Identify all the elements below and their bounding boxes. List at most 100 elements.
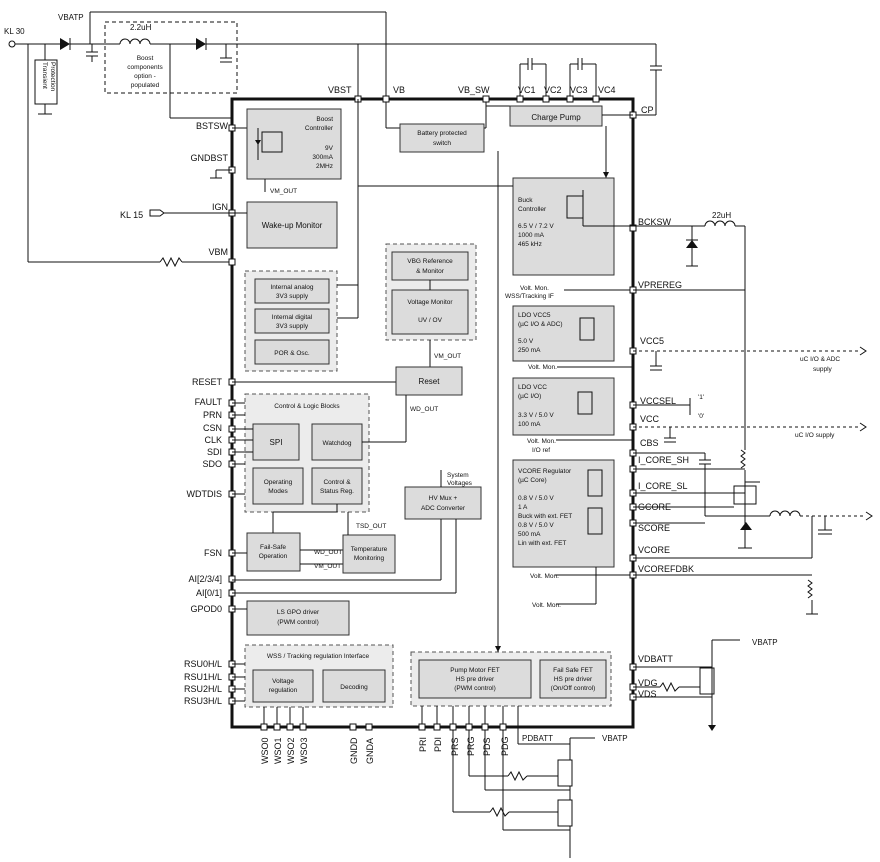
pin-vc4: VC4 <box>598 85 616 95</box>
ldo-vcc5-4: 250 mA <box>518 347 541 354</box>
vcore-2: (µC Core) <box>518 477 547 484</box>
pin-vc1: VC1 <box>518 85 536 95</box>
inductor-top-label: 2.2uH <box>130 23 152 32</box>
spi-block: SPI <box>252 423 300 461</box>
vcore-6: 0.8 V / 5.0 V <box>518 522 554 529</box>
buck-mon-1: Volt. Mon. <box>520 285 549 292</box>
internal-analog-block: Internal analog 3V3 supply <box>254 278 330 304</box>
pin-sdo: SDO <box>202 459 222 469</box>
vm-out-boost: VM_OUT <box>270 188 297 195</box>
op-modes-1: Operating <box>264 479 293 486</box>
top-supply-wiring: KL 30 VBATP Transient Protection 2.2uH <box>4 11 662 268</box>
watchdog-label: Watchdog <box>322 440 351 447</box>
ls-gpo-2: (PWM control) <box>277 619 319 626</box>
buck-2: Controller <box>518 206 547 213</box>
decoding-block: Decoding <box>322 669 386 703</box>
temp-mon-1: Temperature <box>351 546 388 553</box>
vcore-mon: Volt. Mon. <box>530 573 559 580</box>
volt-mon-1: Voltage Monitor <box>407 299 453 306</box>
battery-switch-block: Battery protected switch <box>399 123 485 153</box>
hv-mux-2: ADC Converter <box>421 505 466 512</box>
uc-io-adc-1: uC I/O & ADC <box>800 356 840 363</box>
pin-pds: PDS <box>482 737 492 756</box>
por-osc-block: POR & Osc. <box>254 339 330 365</box>
pin-vbst: VBST <box>328 85 352 95</box>
reset-label: Reset <box>419 377 441 386</box>
boost-label-3: 9V <box>325 145 334 152</box>
pin-gndbst: GNDBST <box>190 153 228 163</box>
ldo-vcc-3: 3.3 V / 5.0 V <box>518 412 554 419</box>
ldo-vcc5-1: LDO VCC5 <box>518 312 551 319</box>
pin-i-core-sl: I_CORE_SL <box>638 481 688 491</box>
ctrl-status-1: Control & <box>323 479 351 486</box>
boost-label-5: 2MHz <box>316 163 333 170</box>
pin-wso0: WSO0 <box>260 737 270 764</box>
buck-4: 1000 mA <box>518 232 545 239</box>
pin-vcc: VCC <box>640 414 660 424</box>
hv-mux-1: HV Mux + <box>429 495 458 502</box>
kl15-label: KL 15 <box>120 210 143 220</box>
pin-rsu3: RSU3H/L <box>184 696 222 706</box>
top-pins: VBST VB VB_SW VC1 VC2 VC3 VC4 CP <box>328 85 654 119</box>
failsafe-1: Fail-Safe <box>260 544 286 551</box>
vcore-7: 500 mA <box>518 531 541 538</box>
pin-pdi: PDI <box>433 737 443 752</box>
pin-ai01: AI[0/1] <box>196 588 222 598</box>
pin-vcorefdbk: VCOREFDBK <box>638 564 694 574</box>
uc-io-supply: uC I/O supply <box>795 432 835 439</box>
inductor-right-label: 22uH <box>712 211 731 220</box>
control-logic-label: Control & Logic Blocks <box>274 403 340 410</box>
vcore-mon-2: Volt. Mon. <box>532 602 561 609</box>
ctrl-status-2: Status Reg. <box>320 488 354 495</box>
buck-1: Buck <box>518 197 533 204</box>
vcore-5: Buck with ext. FET <box>518 513 572 520</box>
voltage-regulation-block: Voltage regulation <box>252 669 314 703</box>
pin-pri: PRI <box>418 737 428 752</box>
vcc-mon-2: I/O ref <box>532 447 550 454</box>
system-voltages-2: Voltages <box>447 480 473 487</box>
pin-vbm: VBM <box>208 247 228 257</box>
pin-rsu0: RSU0H/L <box>184 659 222 669</box>
operating-modes-block: Operating Modes <box>252 467 304 505</box>
pin-csn: CSN <box>203 423 222 433</box>
wd-out: WD_OUT <box>410 406 438 413</box>
vbatp-top-label: VBATP <box>58 13 84 22</box>
pump-motor-3: (PWM control) <box>454 685 496 692</box>
pdbatt-label: PDBATT <box>522 734 553 743</box>
boost-label-2: Controller <box>305 125 334 132</box>
vbg-ref-1: VBG Reference <box>407 258 453 265</box>
control-status-block: Control & Status Reg. <box>311 467 363 505</box>
hv-mux-block: HV Mux + ADC Converter <box>404 486 482 520</box>
int-digital-2: 3V3 supply <box>276 323 309 330</box>
system-voltages-1: System <box>447 472 469 479</box>
batt-switch-2: switch <box>433 140 451 147</box>
pin-wso1: WSO1 <box>273 737 283 764</box>
vbatp-right: VBATP <box>752 638 778 647</box>
vbatp-bottom: VBATP <box>602 734 628 743</box>
boost-option-4: populated <box>131 82 160 89</box>
uc-io-adc-2: supply <box>813 366 833 373</box>
vbg-ref-2: & Monitor <box>416 268 445 275</box>
pin-wdtdis: WDTDIS <box>187 489 223 499</box>
failsafe-block: Fail-Safe Operation <box>246 532 301 572</box>
pin-gnda: GNDA <box>365 738 375 764</box>
ldo-vcc5-2: (µC I/O & ADC) <box>518 321 563 328</box>
wakeup-label: Wake-up Monitor <box>262 221 323 230</box>
pin-vprereg: VPREREG <box>638 280 682 290</box>
buck-5: 465 kHz <box>518 241 542 248</box>
internal-digital-block: Internal digital 3V3 supply <box>254 308 330 334</box>
pin-ign: IGN <box>212 202 228 212</box>
pin-score: SCORE <box>638 523 670 533</box>
pin-pdg: PDG <box>500 736 510 756</box>
pin-vb: VB <box>393 85 405 95</box>
ldo-vcc5-block: LDO VCC5 (µC I/O & ADC) 5.0 V 250 mA <box>512 305 615 362</box>
vcc5-mon: Volt. Mon. <box>528 364 557 371</box>
vcore-4: 1 A <box>518 504 528 511</box>
pin-ai234: AI[2/3/4] <box>188 574 222 584</box>
vcore-regulator-block: VCORE Regulator (µC Core) 0.8 V / 5.0 V … <box>512 459 615 568</box>
temp-mon-2: Monitoring <box>354 555 385 562</box>
pin-prn: PRN <box>203 410 222 420</box>
wakeup-monitor-block: Wake-up Monitor <box>246 201 338 249</box>
pin-vc2: VC2 <box>544 85 562 95</box>
pin-vdbatt: VDBATT <box>638 654 673 664</box>
